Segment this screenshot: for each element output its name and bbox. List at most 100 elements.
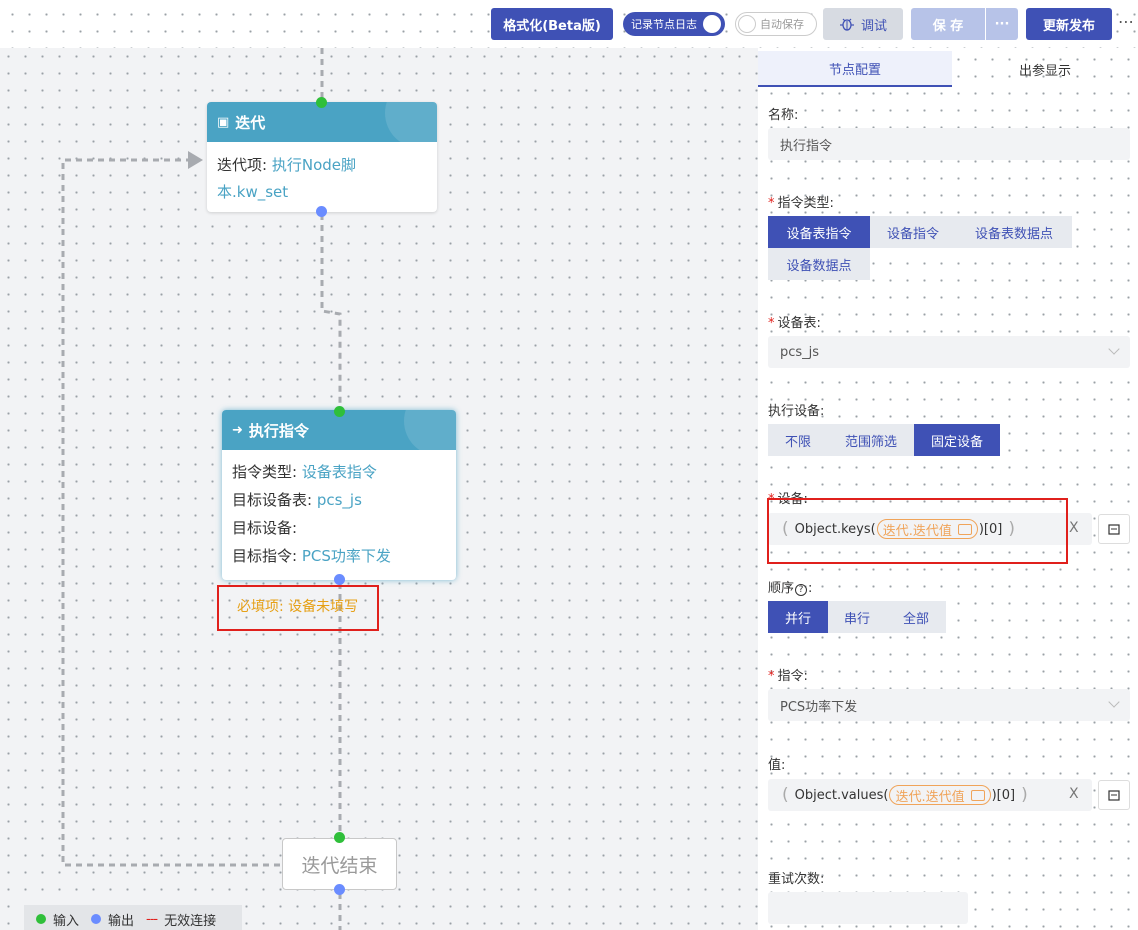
debug-button[interactable]: 调试: [823, 8, 903, 40]
iteration-icon: ▣: [217, 114, 230, 130]
input-dot-icon: [36, 914, 46, 924]
iteration-item-label: 迭代项:: [217, 156, 268, 174]
clear-device-button[interactable]: X: [1069, 520, 1079, 536]
legend-output: 输出: [108, 913, 135, 929]
legend: 输入 输出 --- 无效连接: [24, 905, 242, 930]
value-expression-field[interactable]: ( Object.values( 迭代.迭代值 )[0] ): [768, 779, 1092, 811]
chip-label: 迭代.迭代值: [882, 523, 952, 539]
validation-error-message: 必填项: 设备未填写: [217, 585, 379, 631]
command-select[interactable]: PCS功率下发: [768, 689, 1130, 721]
output-port[interactable]: [334, 574, 345, 585]
paren-icon: (: [782, 519, 789, 539]
device-expression-field[interactable]: ( Object.keys( 迭代.迭代值 )[0] ): [768, 513, 1092, 545]
input-port[interactable]: [316, 97, 327, 108]
edit-icon: [970, 789, 985, 801]
device-table-value: pcs_js: [780, 344, 820, 360]
toggle-knob: [738, 15, 756, 33]
command-label: *指令:: [768, 669, 808, 684]
cmd-type-segmented: 设备表指令 设备指令 设备表数据点 设备数据点: [768, 216, 1078, 280]
cmd-type-label: *指令类型:: [768, 196, 834, 211]
cmd-type-device-table-point[interactable]: 设备表数据点: [956, 216, 1072, 248]
cmd-type-device-cmd[interactable]: 设备指令: [870, 216, 956, 248]
output-port[interactable]: [334, 884, 345, 895]
format-button[interactable]: 格式化(Beta版): [491, 8, 613, 40]
exec-device-segmented: 不限 范围筛选 固定设备: [768, 424, 1000, 456]
iteration-node-header: ▣ 迭代: [207, 102, 437, 142]
iteration-node[interactable]: ▣ 迭代 迭代项: 执行Node脚本.kw_set: [207, 102, 437, 212]
chevron-down-icon: [1108, 696, 1120, 708]
clear-value-button[interactable]: X: [1069, 786, 1079, 802]
exec-device-range[interactable]: 范围筛选: [828, 424, 914, 456]
cmd-type-device-table-cmd[interactable]: 设备表指令: [768, 216, 870, 248]
log-toggle[interactable]: 记录节点日志: [623, 12, 725, 36]
row-label: 目标设备表:: [232, 491, 313, 509]
expr-suffix: )[0]: [978, 521, 1003, 537]
retry-label: 重试次数:: [768, 872, 825, 887]
exec-device-unlimited[interactable]: 不限: [768, 424, 828, 456]
exec-node-title: 执行指令: [248, 421, 309, 440]
more-menu-icon[interactable]: ⋯: [1118, 12, 1134, 31]
top-toolbar: 格式化(Beta版) 记录节点日志 自动保存 调试 保 存 ··· 更新发布 ⋯: [0, 0, 1138, 48]
row-label: 指令类型:: [232, 463, 298, 481]
log-toggle-label: 记录节点日志: [631, 18, 697, 31]
order-all[interactable]: 全部: [886, 601, 946, 633]
tab-node-config[interactable]: 节点配置: [758, 51, 952, 87]
expr-prefix: Object.keys(: [794, 521, 876, 537]
row-label: 目标设备:: [232, 519, 298, 537]
chevron-down-icon: [1108, 343, 1120, 355]
highlight-box: [767, 498, 1068, 564]
device-table-select[interactable]: pcs_js: [768, 336, 1130, 368]
row-value: pcs_js: [316, 491, 362, 509]
paren-icon: ): [1008, 519, 1015, 539]
cmd-type-device-point[interactable]: 设备数据点: [768, 248, 870, 280]
variable-chip[interactable]: 迭代.迭代值: [876, 519, 978, 539]
expression-editor-button[interactable]: [1098, 514, 1130, 544]
variable-chip[interactable]: 迭代.迭代值: [889, 785, 991, 805]
editor-icon: [1108, 523, 1120, 535]
iteration-node-body: 迭代项: 执行Node脚本.kw_set: [207, 142, 437, 216]
toggle-knob: [703, 15, 721, 33]
exec-node-row: 目标设备:: [232, 514, 446, 542]
autosave-toggle[interactable]: 自动保存: [735, 12, 817, 36]
order-serial[interactable]: 串行: [828, 601, 886, 633]
row-value: 设备表指令: [301, 463, 377, 481]
invalid-dash-icon: ---: [146, 911, 158, 927]
legend-invalid: 无效连接: [164, 913, 217, 929]
edit-icon: [957, 523, 972, 535]
name-label: 名称:: [768, 108, 799, 123]
exec-node-row: 目标指令: PCS功率下发: [232, 542, 446, 570]
retry-count-input[interactable]: [768, 892, 968, 924]
iteration-node-title: 迭代: [235, 113, 266, 132]
order-segmented: 并行 串行 全部: [768, 601, 946, 633]
help-icon[interactable]: ?: [795, 584, 808, 596]
input-port[interactable]: [334, 406, 345, 417]
name-input[interactable]: 执行指令: [768, 128, 1130, 160]
save-more-button[interactable]: ···: [986, 8, 1018, 40]
config-panel: 节点配置 出参显示 名称: 执行指令 *指令类型: 设备表指令 设备指令 设备表…: [758, 48, 1138, 930]
iteration-end-node[interactable]: 迭代结束: [282, 838, 397, 890]
arrow-right-icon: ➜: [232, 422, 243, 438]
paren-icon: ): [1021, 785, 1028, 805]
autosave-label: 自动保存: [760, 18, 804, 31]
exec-node-row: 指令类型: 设备表指令: [232, 458, 446, 486]
exec-command-node[interactable]: ➜ 执行指令 指令类型: 设备表指令 目标设备表: pcs_js 目标设备: 目…: [222, 410, 456, 580]
publish-button[interactable]: 更新发布: [1026, 8, 1112, 40]
editor-icon: [1108, 789, 1120, 801]
debug-label: 调试: [860, 18, 887, 34]
exec-device-fixed[interactable]: 固定设备: [914, 424, 1000, 456]
flow-canvas[interactable]: ▣ 迭代 迭代项: 执行Node脚本.kw_set ➜ 执行指令 指令类型: 设…: [0, 48, 758, 930]
expr-suffix: )[0]: [991, 787, 1016, 803]
input-port[interactable]: [334, 832, 345, 843]
expression-editor-button[interactable]: [1098, 780, 1130, 810]
order-parallel[interactable]: 并行: [768, 601, 828, 633]
panel-tabs: 节点配置 出参显示: [758, 51, 1138, 87]
output-port[interactable]: [316, 206, 327, 217]
tab-output-params[interactable]: 出参显示: [1018, 63, 1071, 79]
paren-icon: (: [782, 785, 789, 805]
arrow-head-icon: [188, 151, 203, 169]
row-value: PCS功率下发: [301, 547, 391, 565]
exec-node-body: 指令类型: 设备表指令 目标设备表: pcs_js 目标设备: 目标指令: PC…: [222, 450, 456, 580]
save-button[interactable]: 保 存: [911, 8, 985, 40]
legend-input: 输入: [53, 913, 80, 929]
value-label: 值:: [768, 758, 786, 773]
